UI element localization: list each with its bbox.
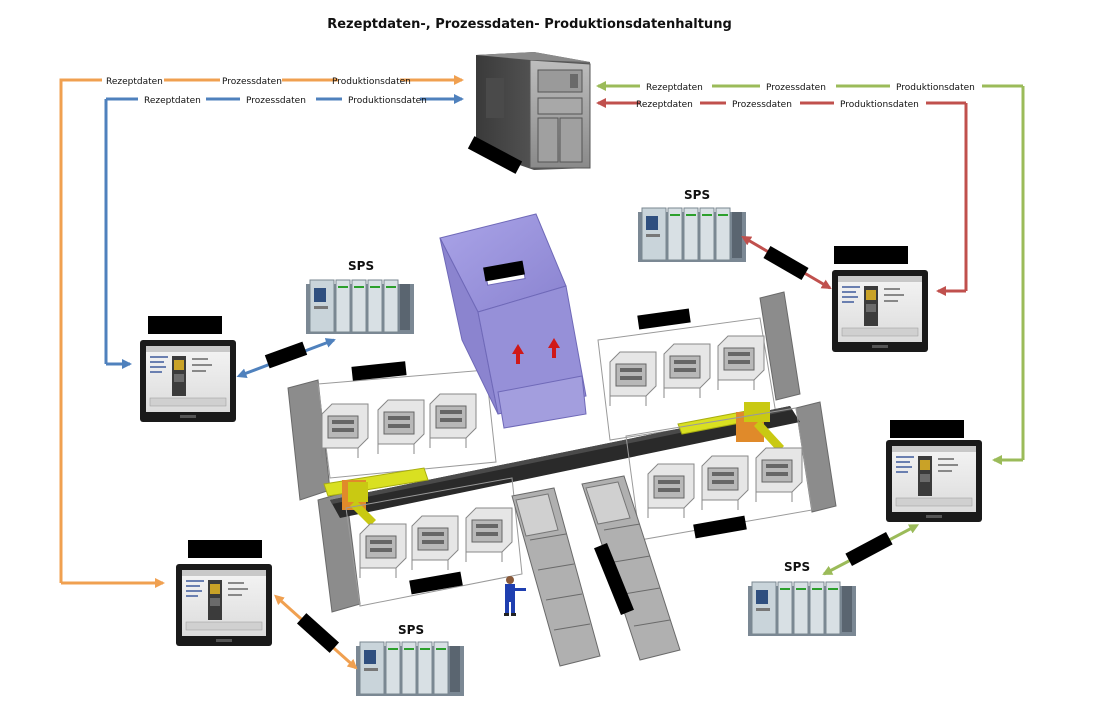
robot-arm-right [736,402,784,452]
hmi-monitor-icon [885,439,983,523]
server-tower-icon [476,52,591,170]
redaction-bar [845,532,893,566]
redaction-bar [296,613,340,653]
plc-label: SPS [684,188,711,202]
plc-rack-icon [355,641,465,697]
station [663,343,711,399]
red-production-label: Produktionsdaten [840,100,919,110]
orange-recipe-label: Rezeptdaten [106,77,163,87]
orange-production-label: Produktionsdaten [332,77,411,87]
end-wall-right [759,291,801,401]
station [609,351,657,407]
redaction-bar [188,540,262,558]
plc-rack-icon [747,581,857,637]
hmi-monitor-icon [139,339,237,423]
hmi-monitor-icon [175,563,273,647]
plc-label: SPS [348,259,375,273]
plc-label: SPS [398,623,425,637]
blue-production-label: Produktionsdaten [348,96,427,106]
station [359,523,407,579]
redaction-bar [637,308,691,330]
operator-figure-icon [504,576,526,616]
redaction-bar [148,316,222,334]
station [411,515,459,571]
station [701,455,749,511]
production-line [287,213,837,667]
plc-rack-icon [305,279,415,335]
station [755,447,803,503]
orange-process-label: Prozessdaten [222,77,282,87]
hopper-unit [439,213,587,429]
plc-rack-icon [637,207,747,263]
hmi-monitor-icon [831,269,929,353]
station [321,403,369,459]
redaction-bar [890,420,964,438]
redaction-bar [693,515,747,539]
blue-process-label: Prozessdaten [246,96,306,106]
redaction-bar [264,341,308,369]
diagram-title: Rezeptdaten-, Prozessdaten- Produktionsd… [327,17,732,32]
station [377,399,425,455]
green-process-label: Prozessdaten [766,83,826,93]
green-recipe-label: Rezeptdaten [646,83,703,93]
plc-label: SPS [784,560,811,574]
station [647,463,695,519]
station [717,335,765,391]
red-process-label: Prozessdaten [732,100,792,110]
blue-recipe-label: Rezeptdaten [144,96,201,106]
redaction-bar [483,260,525,282]
redaction-bar [834,246,908,264]
redaction-bar [467,136,523,174]
green-production-label: Produktionsdaten [896,83,975,93]
redaction-bar [351,361,407,381]
red-recipe-label: Rezeptdaten [636,100,693,110]
redaction-bar [594,542,634,616]
redaction-bar [409,571,463,595]
station [465,507,513,563]
redaction-bar [763,245,809,281]
station [429,393,477,449]
storage-rack-left [511,487,601,667]
